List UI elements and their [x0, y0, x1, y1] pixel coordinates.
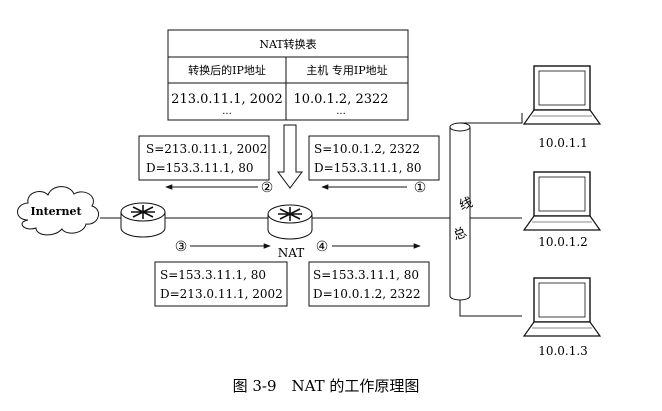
packet-3-box: S=153.3.11.1, 80 D=213.0.11.1, 2002: [154, 261, 288, 307]
nat-table-col-private: 主机 专用IP地址: [306, 63, 387, 77]
nat-table: NAT转换表 转换后的IP地址 主机 专用IP地址 213.0.11.1, 20…: [167, 29, 409, 121]
nat-router-label: NAT: [278, 246, 305, 260]
table-to-router-arrow: [277, 124, 303, 189]
host-3-laptop-icon: [522, 277, 602, 337]
host-3-ip: 10.0.1.3: [538, 344, 588, 358]
nat-table-ellipsis-right: ···: [336, 109, 346, 120]
nat-table-col-translated: 转换后的IP地址: [188, 63, 266, 77]
nat-table-ellipsis-left: ···: [222, 109, 232, 120]
bus-label-char-1: 总: [451, 225, 468, 244]
packet-1-box: S=10.0.1.2, 2322 D=153.3.11.1, 80: [308, 135, 440, 181]
nat-table-row-private: 10.0.1.2, 2322: [293, 92, 388, 107]
bus-cylinder: 总 线: [449, 122, 475, 301]
packet-2-box: S=213.0.11.1, 2002 D=153.3.11.1, 80: [138, 135, 270, 181]
step-1-marker: ①: [414, 180, 427, 196]
packet-2-dst: D=153.3.11.1, 80: [146, 161, 253, 175]
step-4-marker: ④: [316, 239, 329, 255]
packet-1-src: S=10.0.1.2, 2322: [314, 142, 420, 156]
packet-3-src: S=153.3.11.1, 80: [160, 268, 266, 282]
nat-table-title: NAT转换表: [259, 37, 316, 51]
host-2-ip: 10.0.1.2: [538, 235, 588, 249]
host-1-laptop-icon: [522, 65, 602, 125]
nat-router-icon: [267, 204, 313, 240]
nat-table-row-translated: 213.0.11.1, 2002: [171, 92, 283, 107]
bus-link-host-3: [459, 300, 522, 317]
packet-3-dst: D=213.0.11.1, 2002: [160, 287, 283, 301]
bus-link-host-1: [460, 113, 523, 124]
bus-label-char-2: 线: [457, 195, 474, 214]
packet-4-src: S=153.3.11.1, 80: [313, 268, 419, 282]
packet-1-dst: D=153.3.11.1, 80: [314, 161, 421, 175]
internet-cloud-icon: Internet: [17, 186, 100, 236]
internet-label: Internet: [30, 205, 82, 218]
packet-4-box: S=153.3.11.1, 80 D=10.0.1.2, 2322: [308, 261, 430, 307]
packet-2-src: S=213.0.11.1, 2002: [146, 142, 267, 156]
figure-caption: 图 3-9 NAT 的工作原理图: [233, 377, 420, 395]
step-3-marker: ③: [175, 239, 188, 255]
packet-4-dst: D=10.0.1.2, 2322: [313, 287, 420, 301]
step-2-marker: ②: [261, 180, 274, 196]
host-1-ip: 10.0.1.1: [538, 136, 588, 150]
internet-router-icon: [120, 202, 166, 238]
host-2-laptop-icon: [522, 171, 602, 231]
